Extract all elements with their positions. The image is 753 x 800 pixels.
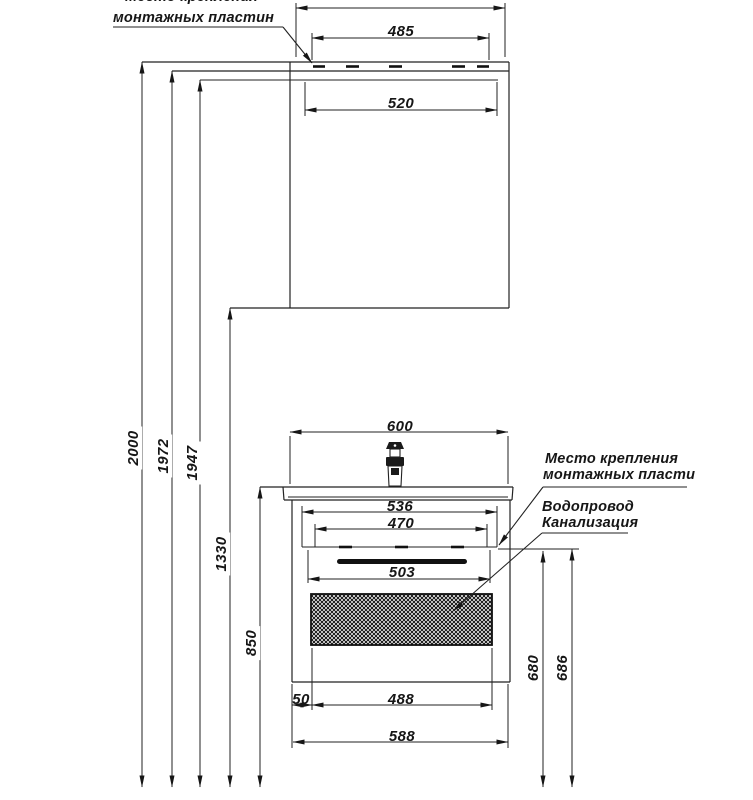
- sink: [260, 429, 514, 501]
- mirror-cabinet: [230, 62, 510, 309]
- pipes-zone-hatch: [310, 593, 493, 646]
- drawer-handle: [337, 559, 467, 564]
- dim-1330-label: 1330: [213, 532, 230, 576]
- dim-536-label: 536: [386, 498, 414, 515]
- note-mounting-line1: Место крепления: [545, 451, 679, 467]
- note-mounting-line2: монтажных пласти: [543, 467, 696, 483]
- dim-686-label: 686: [554, 650, 571, 686]
- note-top-left-line1: Место крепления: [125, 0, 258, 6]
- vanity-cabinet: [291, 500, 511, 683]
- height-dimension-lines: [139, 61, 579, 788]
- dim-600-top-label: 600: [388, 0, 414, 4]
- dim-1972-label: 1972: [155, 434, 172, 478]
- faucet: [386, 442, 404, 487]
- dim-488-label: 488: [387, 691, 415, 708]
- wall-reference-lines: [142, 61, 509, 81]
- dim-680-label: 680: [525, 650, 542, 686]
- dim-470-label: 470: [387, 515, 415, 532]
- dim-50-label: 50: [292, 691, 310, 708]
- dim-520-label: 520: [387, 95, 415, 112]
- note-pipes-line2: Канализация: [542, 515, 639, 531]
- dim-1947-label: 1947: [184, 441, 201, 485]
- note-top-left-line2: монтажных пластин: [113, 10, 275, 26]
- dim-600-vanity-label: 600: [386, 418, 414, 435]
- dim-2000-label: 2000: [125, 426, 142, 470]
- dim-503-label: 503: [388, 564, 416, 581]
- dim-588-label: 588: [388, 728, 416, 745]
- mirror-dimensions: [295, 3, 506, 116]
- note-pipes-line1: Водопровод: [542, 499, 634, 515]
- bottom-dimensions: [291, 648, 509, 748]
- dim-485-label: 485: [387, 23, 415, 40]
- leader-lines: [113, 26, 687, 612]
- dim-850-label: 850: [243, 625, 260, 661]
